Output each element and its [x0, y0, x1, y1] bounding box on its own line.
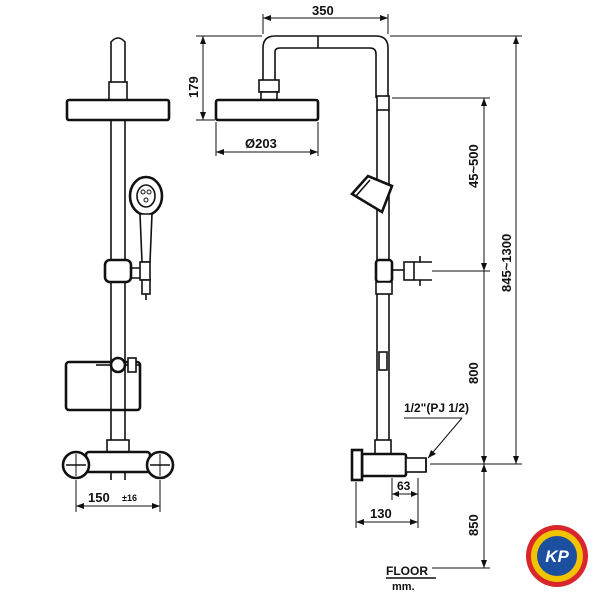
inlet-thread-label: 1/2"(PJ 1/2)	[404, 401, 469, 415]
front-mixer	[61, 450, 175, 480]
floor-label: FLOOR	[386, 564, 428, 578]
front-hand-shower	[128, 175, 164, 263]
brand-logo-text: KP	[545, 547, 569, 566]
mixer-height-label: 800	[466, 362, 481, 384]
front-shower-head	[65, 98, 171, 122]
projection-label: 130	[370, 506, 392, 521]
inlet-offset-label: 63	[397, 479, 411, 493]
side-shower-head	[214, 98, 320, 122]
head-diameter-label: Ø203	[245, 136, 277, 151]
front-view: 150 ±16	[61, 37, 175, 512]
head-height-label: 179	[186, 76, 201, 98]
front-slide-holder	[103, 258, 133, 284]
brand-logo: KP	[526, 525, 588, 587]
overall-adjust-label: 845~1300	[499, 234, 514, 292]
side-hand-shower	[349, 174, 394, 214]
side-view: 350 179 Ø203 45~500 845~1300	[186, 3, 522, 593]
top-width-label: 350	[312, 3, 334, 18]
side-slide-holder	[374, 258, 394, 284]
side-mixer	[350, 448, 427, 482]
front-wall-bracket	[64, 360, 142, 412]
front-tolerance-label: ±16	[122, 493, 137, 503]
units-label: mm.	[392, 581, 415, 593]
floor-height-label: 850	[466, 514, 481, 536]
rise-upper-label: 45~500	[466, 144, 481, 188]
front-width-label: 150	[88, 490, 110, 505]
